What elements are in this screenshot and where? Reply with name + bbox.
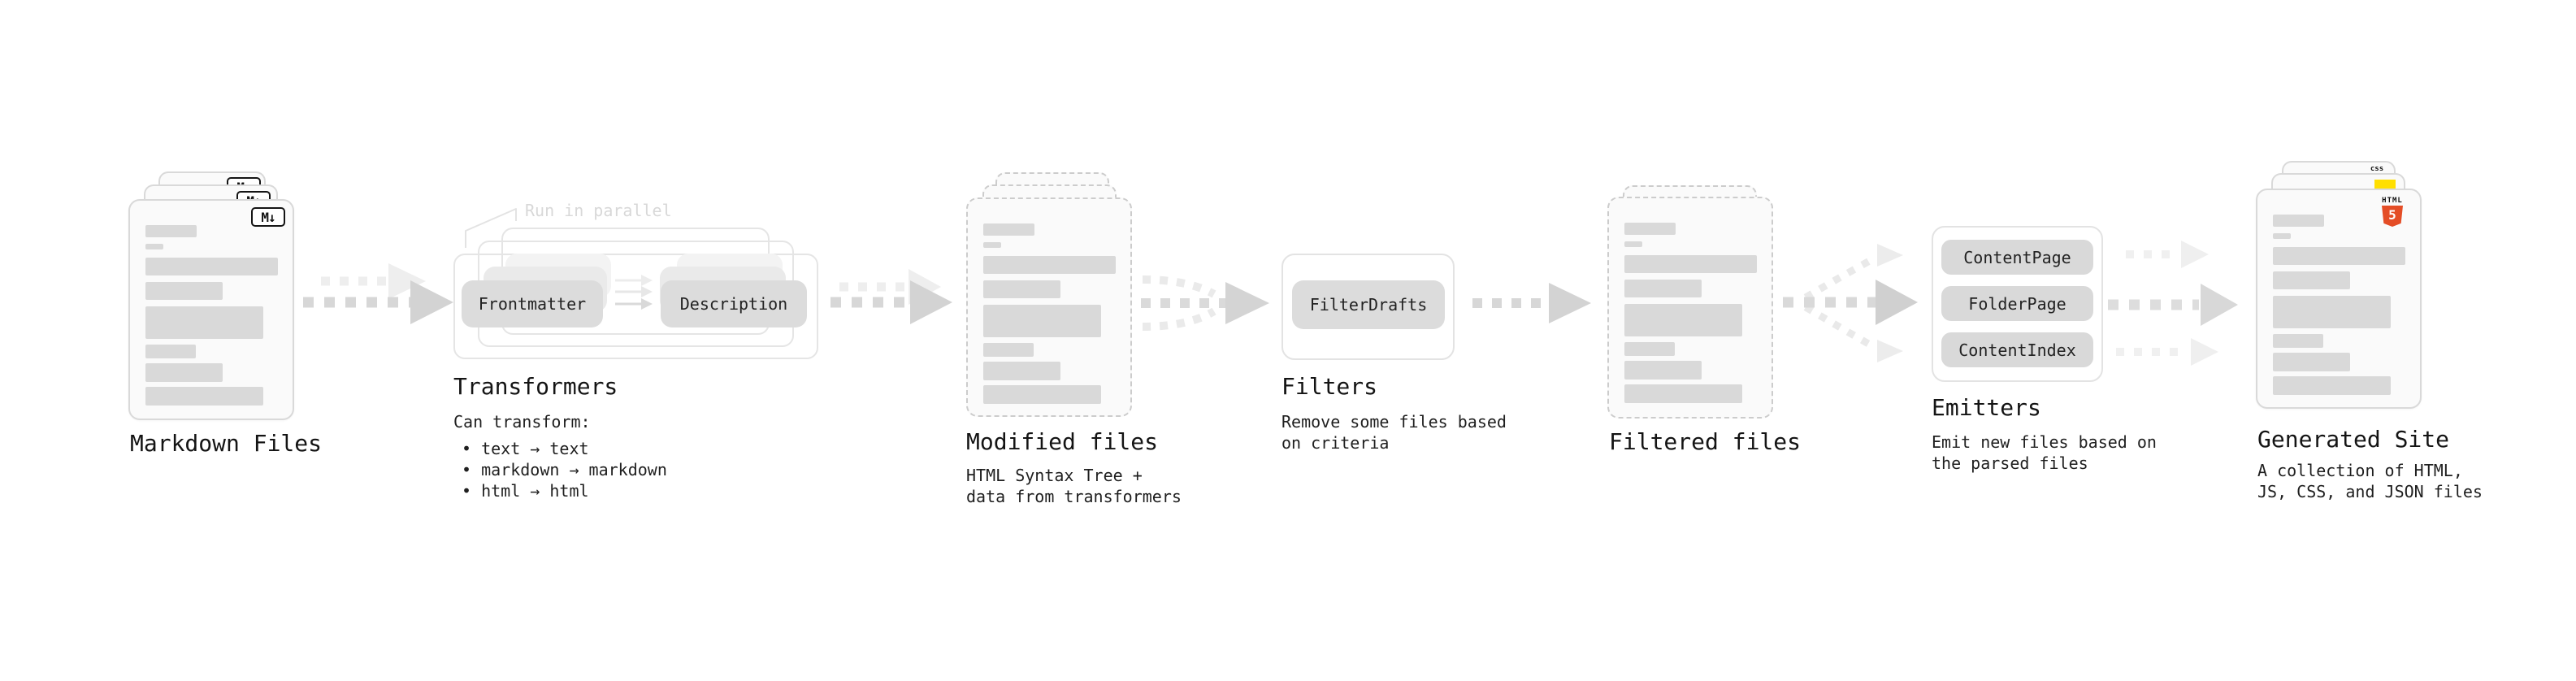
content-placeholder-bar (1624, 342, 1675, 356)
emitter-pill-contentindex: ContentIndex (1941, 332, 2093, 367)
content-placeholder-bar (145, 244, 163, 249)
desc-line: • markdown → markdown (462, 460, 667, 479)
content-placeholder-bar (2273, 271, 2350, 289)
content-placeholder-bar (1624, 280, 1702, 297)
content-placeholder-bar (1624, 255, 1757, 273)
content-placeholder-bar (983, 256, 1116, 274)
emitter-pill-contentpage: ContentPage (1941, 240, 2093, 275)
desc-line: • html → html (462, 481, 589, 501)
content-placeholder-bar (2273, 247, 2405, 265)
content-placeholder-bar (2273, 215, 2324, 227)
content-placeholder-bar (145, 306, 263, 339)
content-placeholder-bar (1624, 384, 1742, 403)
frontmatter-pill: Frontmatter (462, 280, 603, 327)
transformers-title: Transformers (453, 373, 618, 400)
markdown-files-label: Markdown Files (130, 430, 323, 457)
content-placeholder-bar (983, 223, 1034, 236)
arrow-emitters-to-generated-icon (2108, 241, 2238, 366)
content-placeholder-bar (1624, 304, 1742, 336)
modified-files-desc: HTML Syntax Tree + data from transformer… (966, 465, 1182, 507)
markdown-file-card: M↓ (128, 199, 294, 420)
desc-line: Emit new files based on (1932, 432, 2157, 452)
content-placeholder-bar (2273, 233, 2291, 239)
html5-icon-shield: 5 (2382, 206, 2403, 227)
content-placeholder-bar (145, 225, 197, 237)
content-placeholder-bar (983, 362, 1060, 380)
content-placeholder-bar (1624, 361, 1702, 380)
markdown-badge-icon: M↓ (251, 207, 285, 227)
filters-desc: Remove some files based on criteria (1281, 411, 1507, 453)
generated-site-desc: A collection of HTML, JS, CSS, and JSON … (2257, 460, 2483, 502)
filters-title: Filters (1281, 373, 1378, 400)
filtered-file-card (1607, 197, 1773, 419)
content-placeholder-bar (983, 242, 1001, 248)
desc-line: data from transformers (966, 487, 1182, 506)
transformers-desc: Can transform: • text → text • markdown … (453, 411, 667, 501)
content-placeholder-bar (2273, 376, 2391, 395)
desc-line: JS, CSS, and JSON files (2257, 482, 2483, 501)
arrow-modified-to-filters-icon (1141, 275, 1269, 331)
content-placeholder-bar (983, 280, 1060, 298)
content-placeholder-bar (2273, 353, 2350, 371)
html5-icon-label: HTML (2382, 197, 2403, 205)
content-placeholder-bar (1624, 241, 1642, 247)
modified-file-card (966, 197, 1132, 417)
arrow-filters-to-filtered-icon (1472, 283, 1591, 323)
content-placeholder-bar (2273, 334, 2323, 348)
desc-line: HTML Syntax Tree + (966, 466, 1143, 485)
content-placeholder-bar (983, 385, 1101, 404)
transformer-stack-box-front (453, 254, 818, 359)
content-placeholder-bar (145, 387, 263, 406)
content-placeholder-bar (983, 305, 1101, 337)
emitter-pill-folderpage: FolderPage (1941, 286, 2093, 321)
desc-line: • text → text (462, 439, 589, 458)
arrow-markdown-to-transformers-icon (303, 263, 453, 324)
arrow-filtered-to-emitters-icon (1783, 244, 1918, 362)
description-pill: Description (661, 280, 807, 327)
modified-files-label: Modified files (966, 428, 1159, 455)
desc-line: Remove some files based (1281, 412, 1507, 432)
run-in-parallel-note: Run in parallel (525, 201, 672, 220)
desc-line: on criteria (1281, 433, 1390, 453)
content-placeholder-bar (1624, 223, 1676, 235)
content-placeholder-bar (145, 282, 223, 300)
desc-line: Can transform: (453, 412, 591, 432)
filterdrafts-pill: FilterDrafts (1292, 280, 1445, 329)
content-placeholder-bar (145, 258, 278, 275)
desc-line: the parsed files (1932, 453, 2088, 473)
content-placeholder-bar (145, 363, 223, 382)
filtered-files-label: Filtered files (1609, 428, 1802, 455)
generated-file-card: HTML 5 (2256, 189, 2422, 409)
arrow-transformers-to-modified-icon (830, 269, 952, 324)
content-placeholder-bar (145, 345, 196, 358)
desc-line: A collection of HTML, (2257, 461, 2463, 480)
content-placeholder-bar (983, 343, 1034, 357)
content-placeholder-bar (2273, 296, 2391, 328)
generated-site-label: Generated Site (2257, 426, 2450, 453)
emitters-title: Emitters (1932, 394, 2041, 421)
emitters-desc: Emit new files based on the parsed files (1932, 432, 2157, 474)
css-icon-label: css (2370, 165, 2384, 173)
html5-icon: HTML 5 (2381, 197, 2404, 227)
